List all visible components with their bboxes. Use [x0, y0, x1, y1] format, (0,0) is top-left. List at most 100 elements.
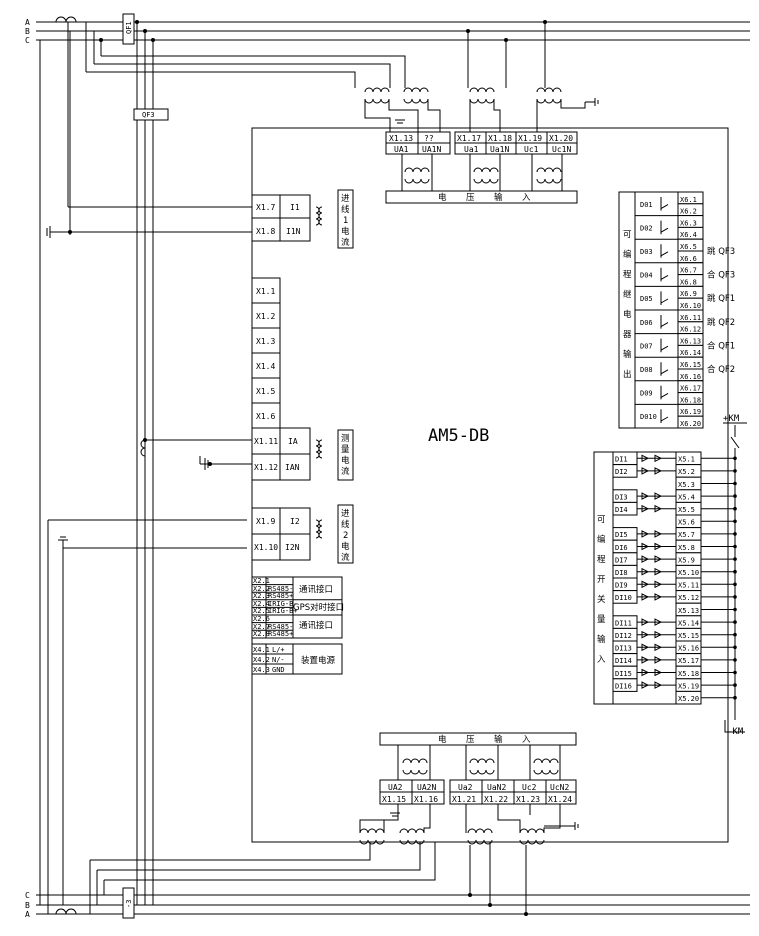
relay-label-1: 可 [623, 230, 632, 240]
comm-sig-3: RS485+ [268, 592, 293, 600]
relay-contact-icon [660, 385, 669, 400]
relay-contact-icon [660, 291, 669, 305]
vtop-title-1: 电 [438, 192, 447, 203]
di-junction [733, 519, 737, 524]
di-junction [733, 469, 737, 473]
vtop-term-1: X1.13 [389, 134, 413, 143]
relay-terminal: X6.5 [680, 243, 697, 251]
voltage-input-bottom: 电 压 输 入 UA2 UA2N Ua2 UaN2 Uc2 UcN2 X1.15… [359, 732, 579, 845]
incoming-current-1: X1.7 X1.8 I1 I1N 进 线 1 电 流 [46, 189, 354, 249]
relay-terminal: X6.9 [680, 290, 697, 298]
di-junction [733, 481, 737, 486]
relay-terminal: X6.14 [680, 349, 701, 357]
relay-function: 合 QF1 [707, 340, 735, 351]
breaker-qf3-label: QF3 [142, 111, 155, 119]
di-label-7: 输 [597, 634, 606, 645]
ic2-name-2: I2N [285, 543, 300, 552]
device-title: AM5-DB [428, 426, 489, 446]
ic2-term-2: X1.10 [254, 543, 278, 552]
di-name: DI15 [615, 670, 632, 678]
mc-label-3: 电 [341, 455, 350, 466]
ic2-label-4: 电 [341, 541, 350, 552]
comm-term-5: X2.5 [253, 607, 270, 615]
bottom-phase-buses: C B A -3 [25, 519, 750, 919]
di-terminal: X5.9 [678, 556, 695, 564]
di-junction [733, 645, 737, 650]
ic1-term-1: X1.7 [256, 203, 275, 212]
di-label-1: 可 [597, 515, 606, 525]
di-terminal: X5.3 [678, 481, 695, 489]
ic1-label-3: 1 [343, 216, 348, 226]
di-label-2: 编 [597, 534, 606, 545]
di-terminal: X5.5 [678, 506, 695, 514]
switch-inputs: +KM -KM X5.1X5.2X5.3X5.4X5.5X5.6X5.7X5.8… [593, 414, 747, 737]
relay-terminal: X6.10 [680, 302, 701, 310]
relay-contact-icon [660, 362, 669, 376]
di-name: DI4 [615, 506, 628, 514]
vtop-term-5: X1.19 [518, 134, 542, 143]
comm-term-8: X2.8 [253, 630, 270, 638]
di-terminal: X5.14 [678, 619, 699, 627]
vtop-term-4: X1.18 [488, 134, 512, 143]
di-terminal: X5.2 [678, 468, 695, 476]
di-junction [733, 683, 737, 687]
vtop-title-4: 入 [522, 193, 531, 203]
comm-term-2: X2.2 [253, 585, 270, 593]
relay-contact-icon [660, 267, 669, 282]
power-label: 装置电源 [301, 655, 336, 666]
relay-contact-icon [660, 338, 669, 353]
di-name: DI2 [615, 468, 628, 476]
di-terminal: X5.13 [678, 607, 699, 615]
comm-sig-4: IRIG-B- [268, 600, 298, 608]
relay-function: 跳 QF3 [707, 246, 735, 257]
mc-label-1: 测 [341, 434, 350, 444]
phase-label-b: B [25, 27, 30, 36]
mc-term-1: X1.11 [254, 437, 278, 446]
switch-input-label: 可 编 程 开 关 量 输 入 [597, 515, 606, 665]
relay-terminal: X6.19 [680, 408, 701, 416]
vbot-term-3: X1.21 [452, 795, 476, 804]
comm-term-3: X2.3 [253, 592, 270, 600]
di-terminal: X5.20 [678, 695, 699, 703]
di-junction [733, 557, 737, 561]
optocoupler-icon [637, 643, 676, 652]
relay-label-8: 出 [623, 369, 632, 380]
di-terminal: X5.17 [678, 657, 699, 665]
relay-terminal: X6.13 [680, 337, 701, 345]
relay-function: 合 QF2 [707, 364, 735, 375]
di-terminal: X5.12 [678, 594, 699, 602]
comm-label-2: GPS对时接口 [293, 602, 344, 613]
relay-function: 合 QF3 [707, 270, 735, 281]
phase-label-c-bottom: C [25, 891, 30, 900]
optocoupler-icon [637, 580, 676, 589]
di-junction [733, 532, 737, 536]
di-name: DI12 [615, 632, 632, 640]
comm-label-1: 通讯接口 [299, 584, 333, 595]
ic1-name-2: I1N [286, 227, 301, 236]
di-junction [733, 632, 737, 637]
comm-sig-2: RS485- [268, 585, 293, 593]
relay-function: 跳 QF2 [707, 317, 735, 328]
vbot-name-2: UA2N [417, 783, 436, 792]
vbot-name-4: UaN2 [487, 783, 506, 792]
phase-label-a-bottom: A [25, 910, 30, 919]
breaker-qf1 [122, 13, 135, 45]
vbot-name-6: UcN2 [550, 783, 569, 792]
vbot-name-3: Ua2 [458, 783, 473, 792]
relay-name: D09 [640, 390, 653, 398]
vtop-term-6: X1.20 [549, 134, 573, 143]
relay-name: D07 [640, 342, 653, 350]
di-junction [733, 569, 737, 574]
optocoupler-icon [637, 454, 676, 463]
di-terminal: X5.1 [678, 456, 695, 464]
di-name: DI5 [615, 531, 628, 539]
spare-term-5: X1.5 [256, 387, 275, 396]
vtop-name-5: Uc1 [524, 145, 539, 154]
vtop-title-2: 压 [466, 193, 475, 203]
di-name: DI1 [615, 456, 628, 464]
relay-name: D05 [640, 295, 653, 303]
di-junction [733, 695, 737, 700]
comm-interface: X2.1 X2.2 X2.3 X2.4 X2.5 X2.6 X2.7 X2.8 … [251, 576, 344, 639]
